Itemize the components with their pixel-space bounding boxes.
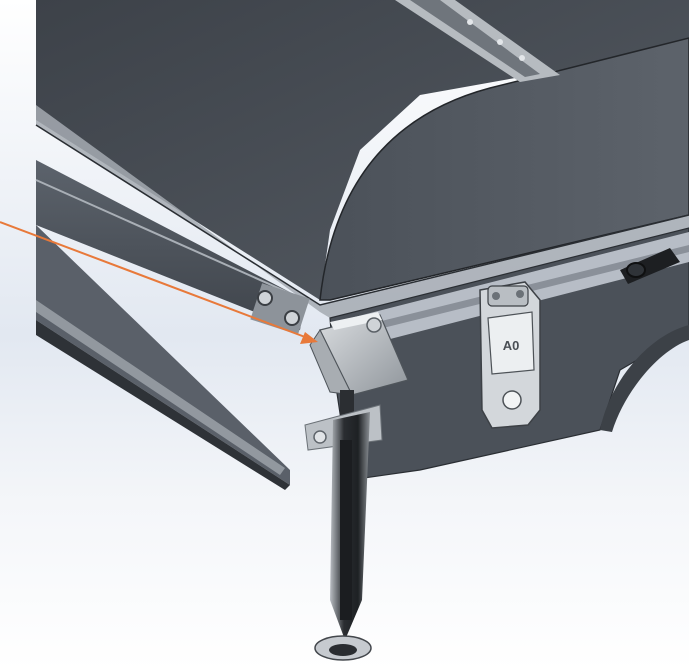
wheel-arch: [600, 325, 689, 432]
callout-arrow: [0, 221, 318, 344]
left-side-panel: [35, 160, 306, 490]
draw-latch[interactable]: A0: [479, 281, 541, 429]
jack-leg[interactable]: [304, 390, 383, 661]
side-handle[interactable]: [620, 248, 680, 284]
lid-dome: [319, 37, 689, 301]
latch-label: A0: [503, 338, 520, 353]
lid-edge-band: [36, 105, 689, 318]
roof-rail: [395, 0, 560, 82]
rear-trim: [36, 300, 285, 475]
latch-lock-icon: [502, 390, 522, 410]
